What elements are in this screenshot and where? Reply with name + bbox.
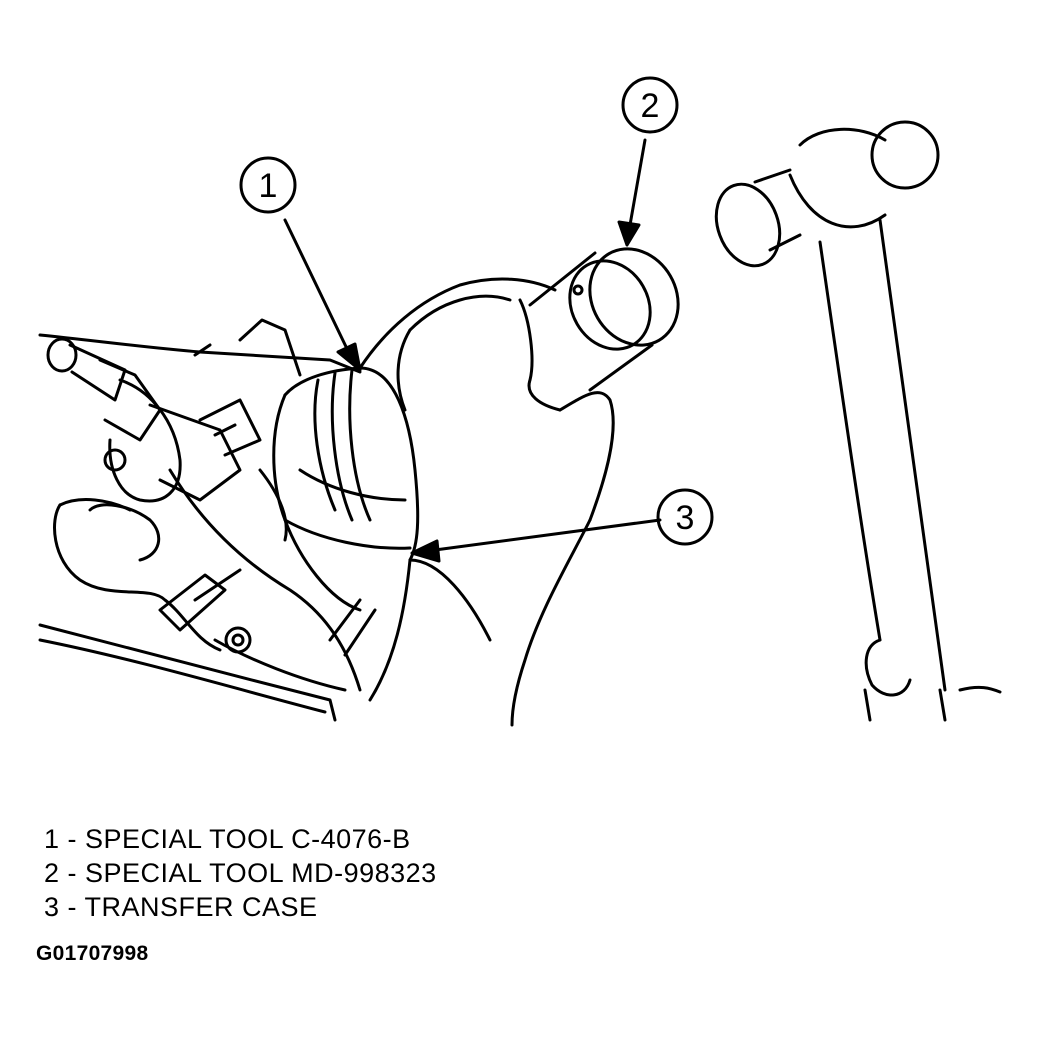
legend-item-3: 3 - TRANSFER CASE <box>44 892 318 922</box>
legend: 1 - SPECIAL TOOL C-4076-B 2 - SPECIAL TO… <box>44 822 437 924</box>
sensor-connector-drawing <box>46 318 302 562</box>
arrow-line-2 <box>628 138 647 227</box>
arrow-line-1 <box>283 218 352 357</box>
service-illustration: 1 2 3 <box>38 76 1002 727</box>
arrowhead-3 <box>410 539 441 563</box>
figure-id: G01707998 <box>36 942 149 965</box>
callout-circle-3 <box>656 488 714 546</box>
legend-item-2: 2 - SPECIAL TOOL MD-998323 <box>44 858 437 888</box>
arrow-line-3 <box>433 518 662 552</box>
hand-drawing <box>358 277 615 727</box>
legend-item-1: 1 - SPECIAL TOOL C-4076-B <box>44 824 411 854</box>
arrowheads <box>336 220 641 563</box>
callout-circle-1 <box>239 156 297 214</box>
callout-number-2: 2 <box>641 87 660 125</box>
hammer-drawing <box>714 120 1002 722</box>
callout-number-1: 1 <box>259 167 278 205</box>
callout-number-3: 3 <box>676 499 695 537</box>
arrowhead-2 <box>617 220 641 247</box>
special-tool-1-drawing <box>272 366 420 702</box>
transfer-case-drawing <box>38 333 377 722</box>
callout-circle-2 <box>621 76 679 134</box>
special-tool-2-drawing <box>528 247 680 392</box>
arrowhead-1 <box>336 342 362 372</box>
callout-arrows <box>283 138 662 552</box>
